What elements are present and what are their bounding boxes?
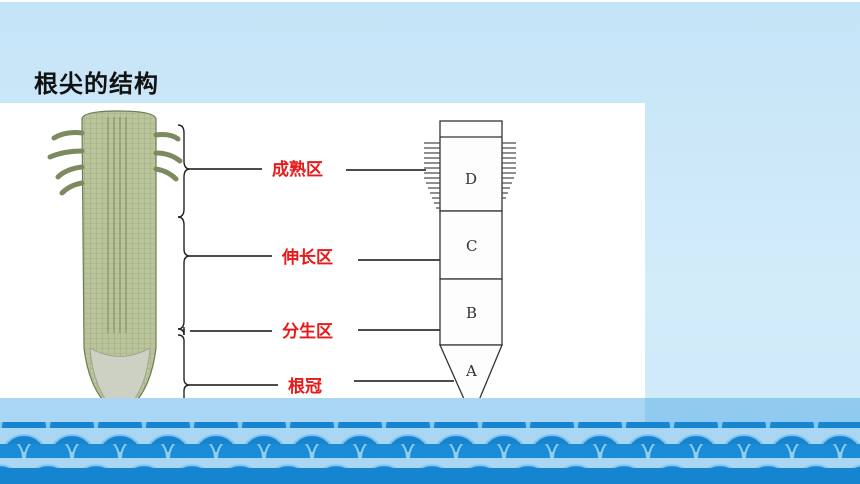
root-tip-diagram: 成熟区 伸长区 分生区 根冠	[47, 110, 516, 419]
label-elongation-zone: 伸长区	[281, 247, 333, 268]
zone-letter-d: D	[465, 170, 477, 188]
label-root-cap: 根冠	[288, 376, 322, 397]
decorative-wave-band	[0, 398, 860, 484]
root-schematic	[438, 120, 503, 419]
root-tip-figure: 成熟区 伸长区 分生区 根冠	[0, 103, 645, 425]
schematic-root-hairs	[424, 142, 516, 209]
label-meristem-zone: 分生区	[282, 321, 333, 342]
zone-letter-c: C	[466, 237, 477, 255]
zone-letter-a: A	[465, 362, 477, 380]
label-maturation-zone: 成熟区	[272, 159, 323, 180]
left-connectors	[190, 168, 278, 386]
region-bracket	[177, 124, 191, 414]
top-border	[0, 0, 860, 2]
zone-letter-b: B	[466, 304, 477, 322]
slide-title: 根尖的结构	[34, 70, 159, 98]
right-connectors	[346, 169, 454, 382]
root-micrograph	[47, 110, 183, 416]
